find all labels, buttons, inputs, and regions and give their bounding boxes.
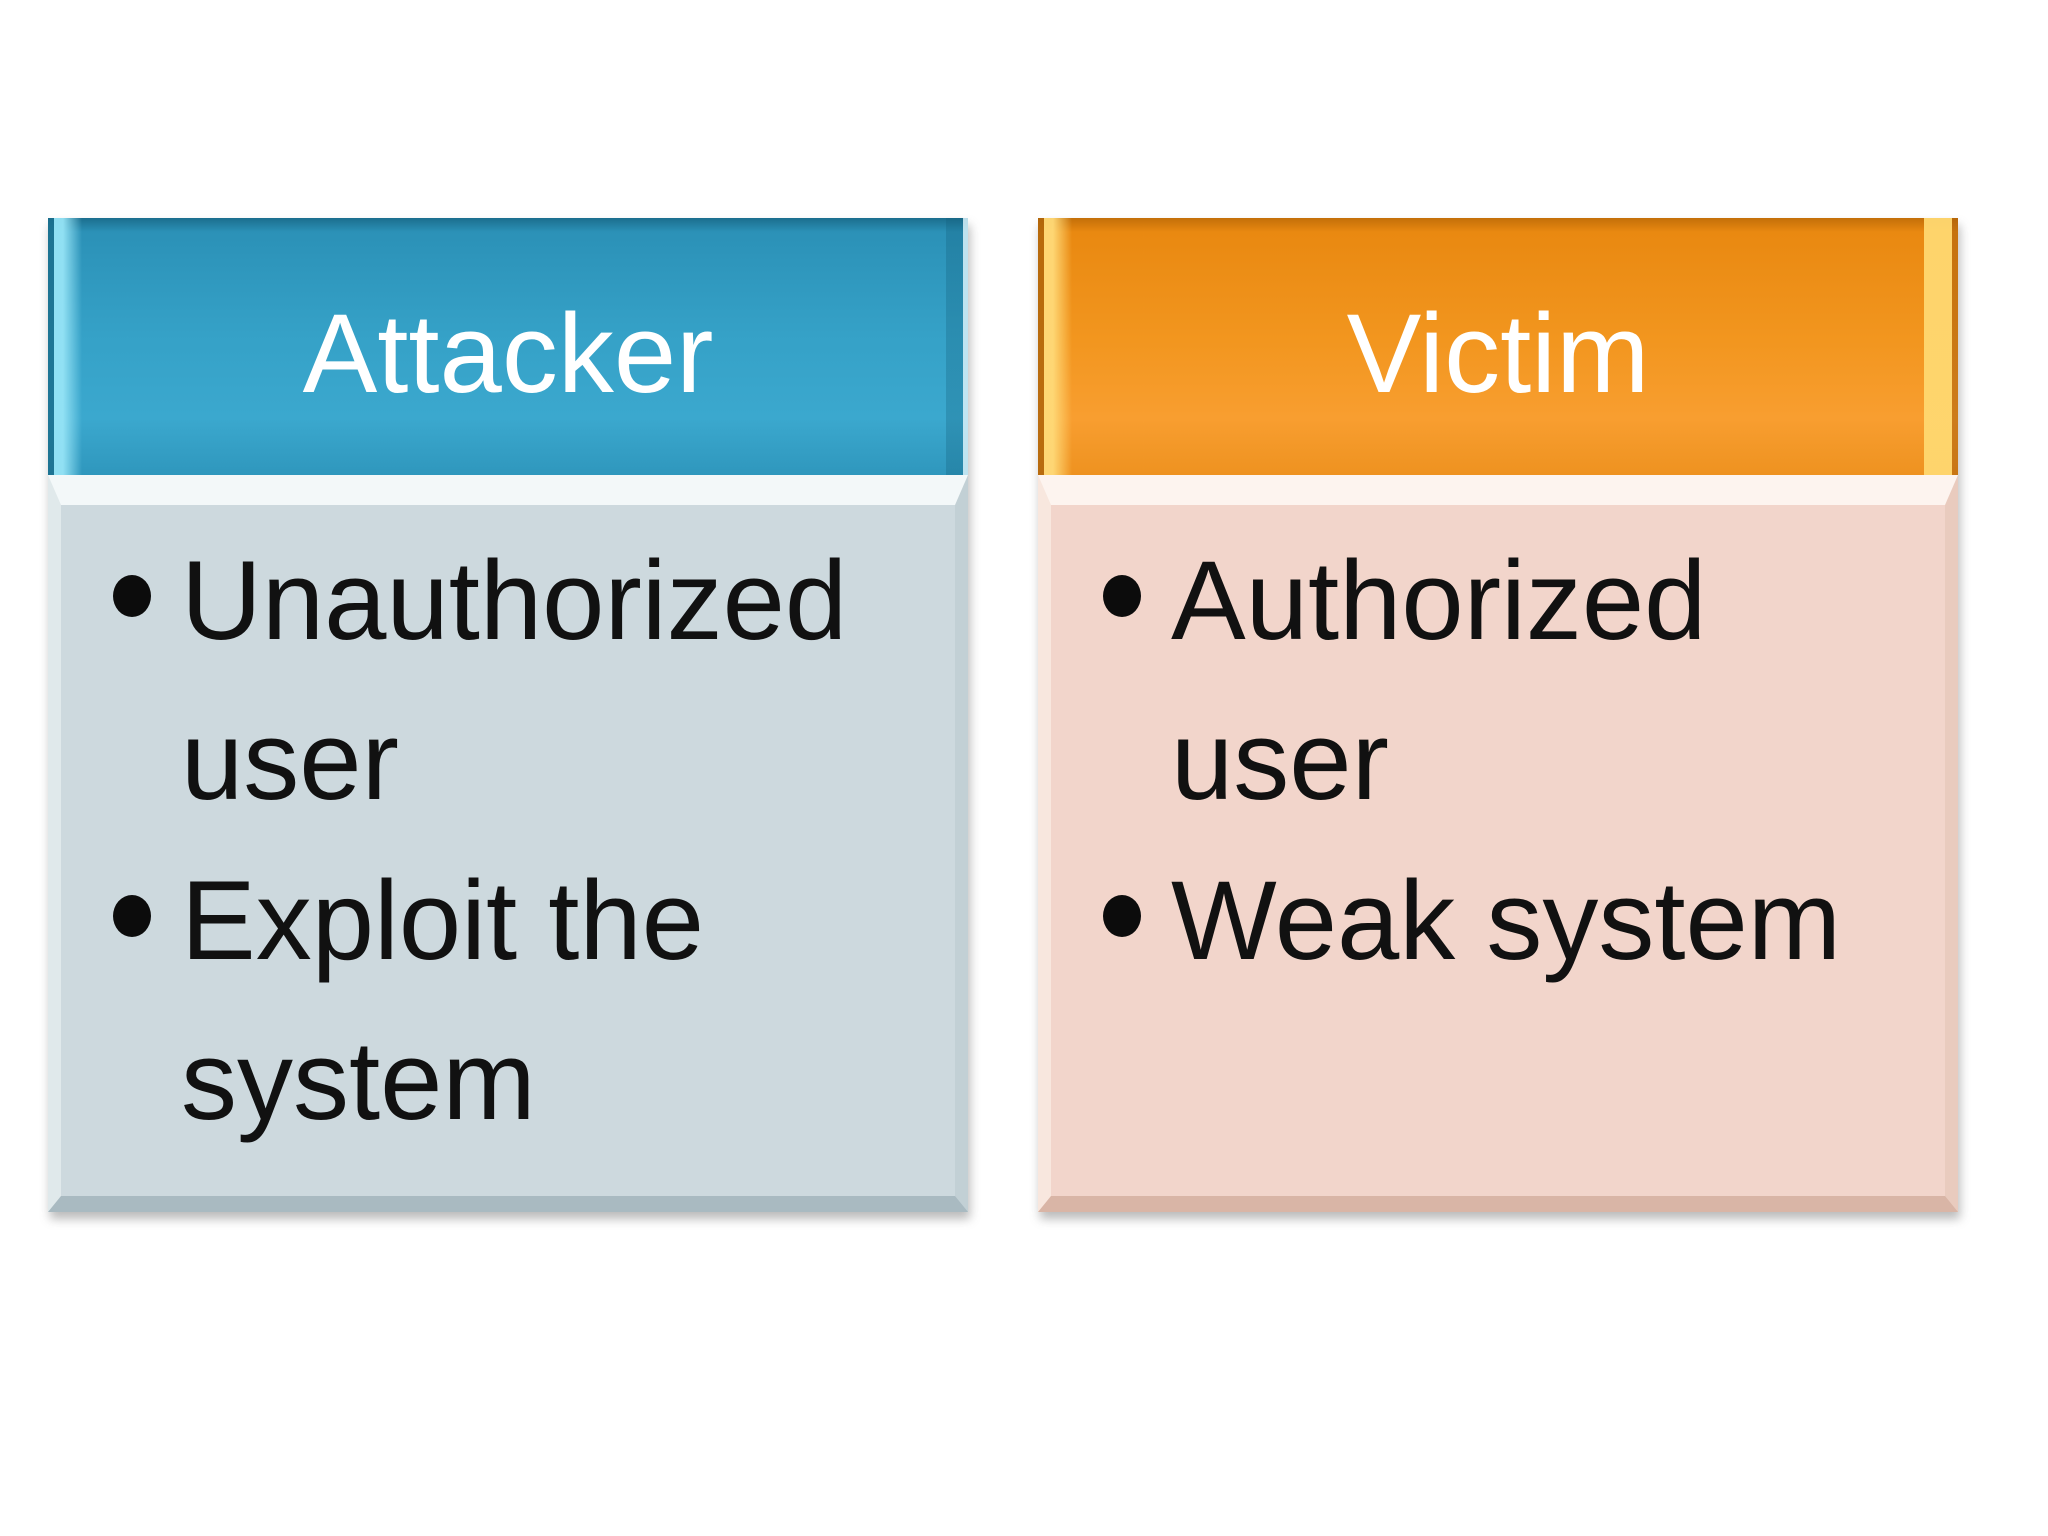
bullet-icon: [1103, 575, 1141, 617]
attacker-body: Unauthorized user Exploit the system: [48, 475, 968, 1212]
bullet-icon: [1103, 895, 1141, 937]
victim-bullet-item-1: Authorized user: [1051, 521, 1935, 841]
victim-panel: Victim Authorized user Weak system: [1038, 218, 1958, 1212]
victim-bullet-text-2: Weak system: [1171, 858, 1842, 983]
attacker-bullet-item-2: Exploit the system: [61, 841, 945, 1161]
victim-header: Victim: [1038, 218, 1958, 475]
attacker-header: Attacker: [48, 218, 968, 475]
bullet-icon: [113, 895, 151, 937]
victim-title: Victim: [1346, 290, 1650, 416]
attacker-bullet-text-1: Unauthorized user: [181, 538, 848, 823]
attacker-bullet-item-1: Unauthorized user: [61, 521, 945, 841]
attacker-bullet-text-2: Exploit the system: [181, 858, 704, 1143]
victim-bullet-text-1: Authorized user: [1171, 538, 1707, 823]
victim-body: Authorized user Weak system: [1038, 475, 1958, 1212]
victim-bullet-item-2: Weak system: [1051, 841, 1935, 1001]
bullet-icon: [113, 575, 151, 617]
attacker-panel: Attacker Unauthorized user Exploit the s…: [48, 218, 968, 1212]
attacker-title: Attacker: [302, 290, 714, 416]
